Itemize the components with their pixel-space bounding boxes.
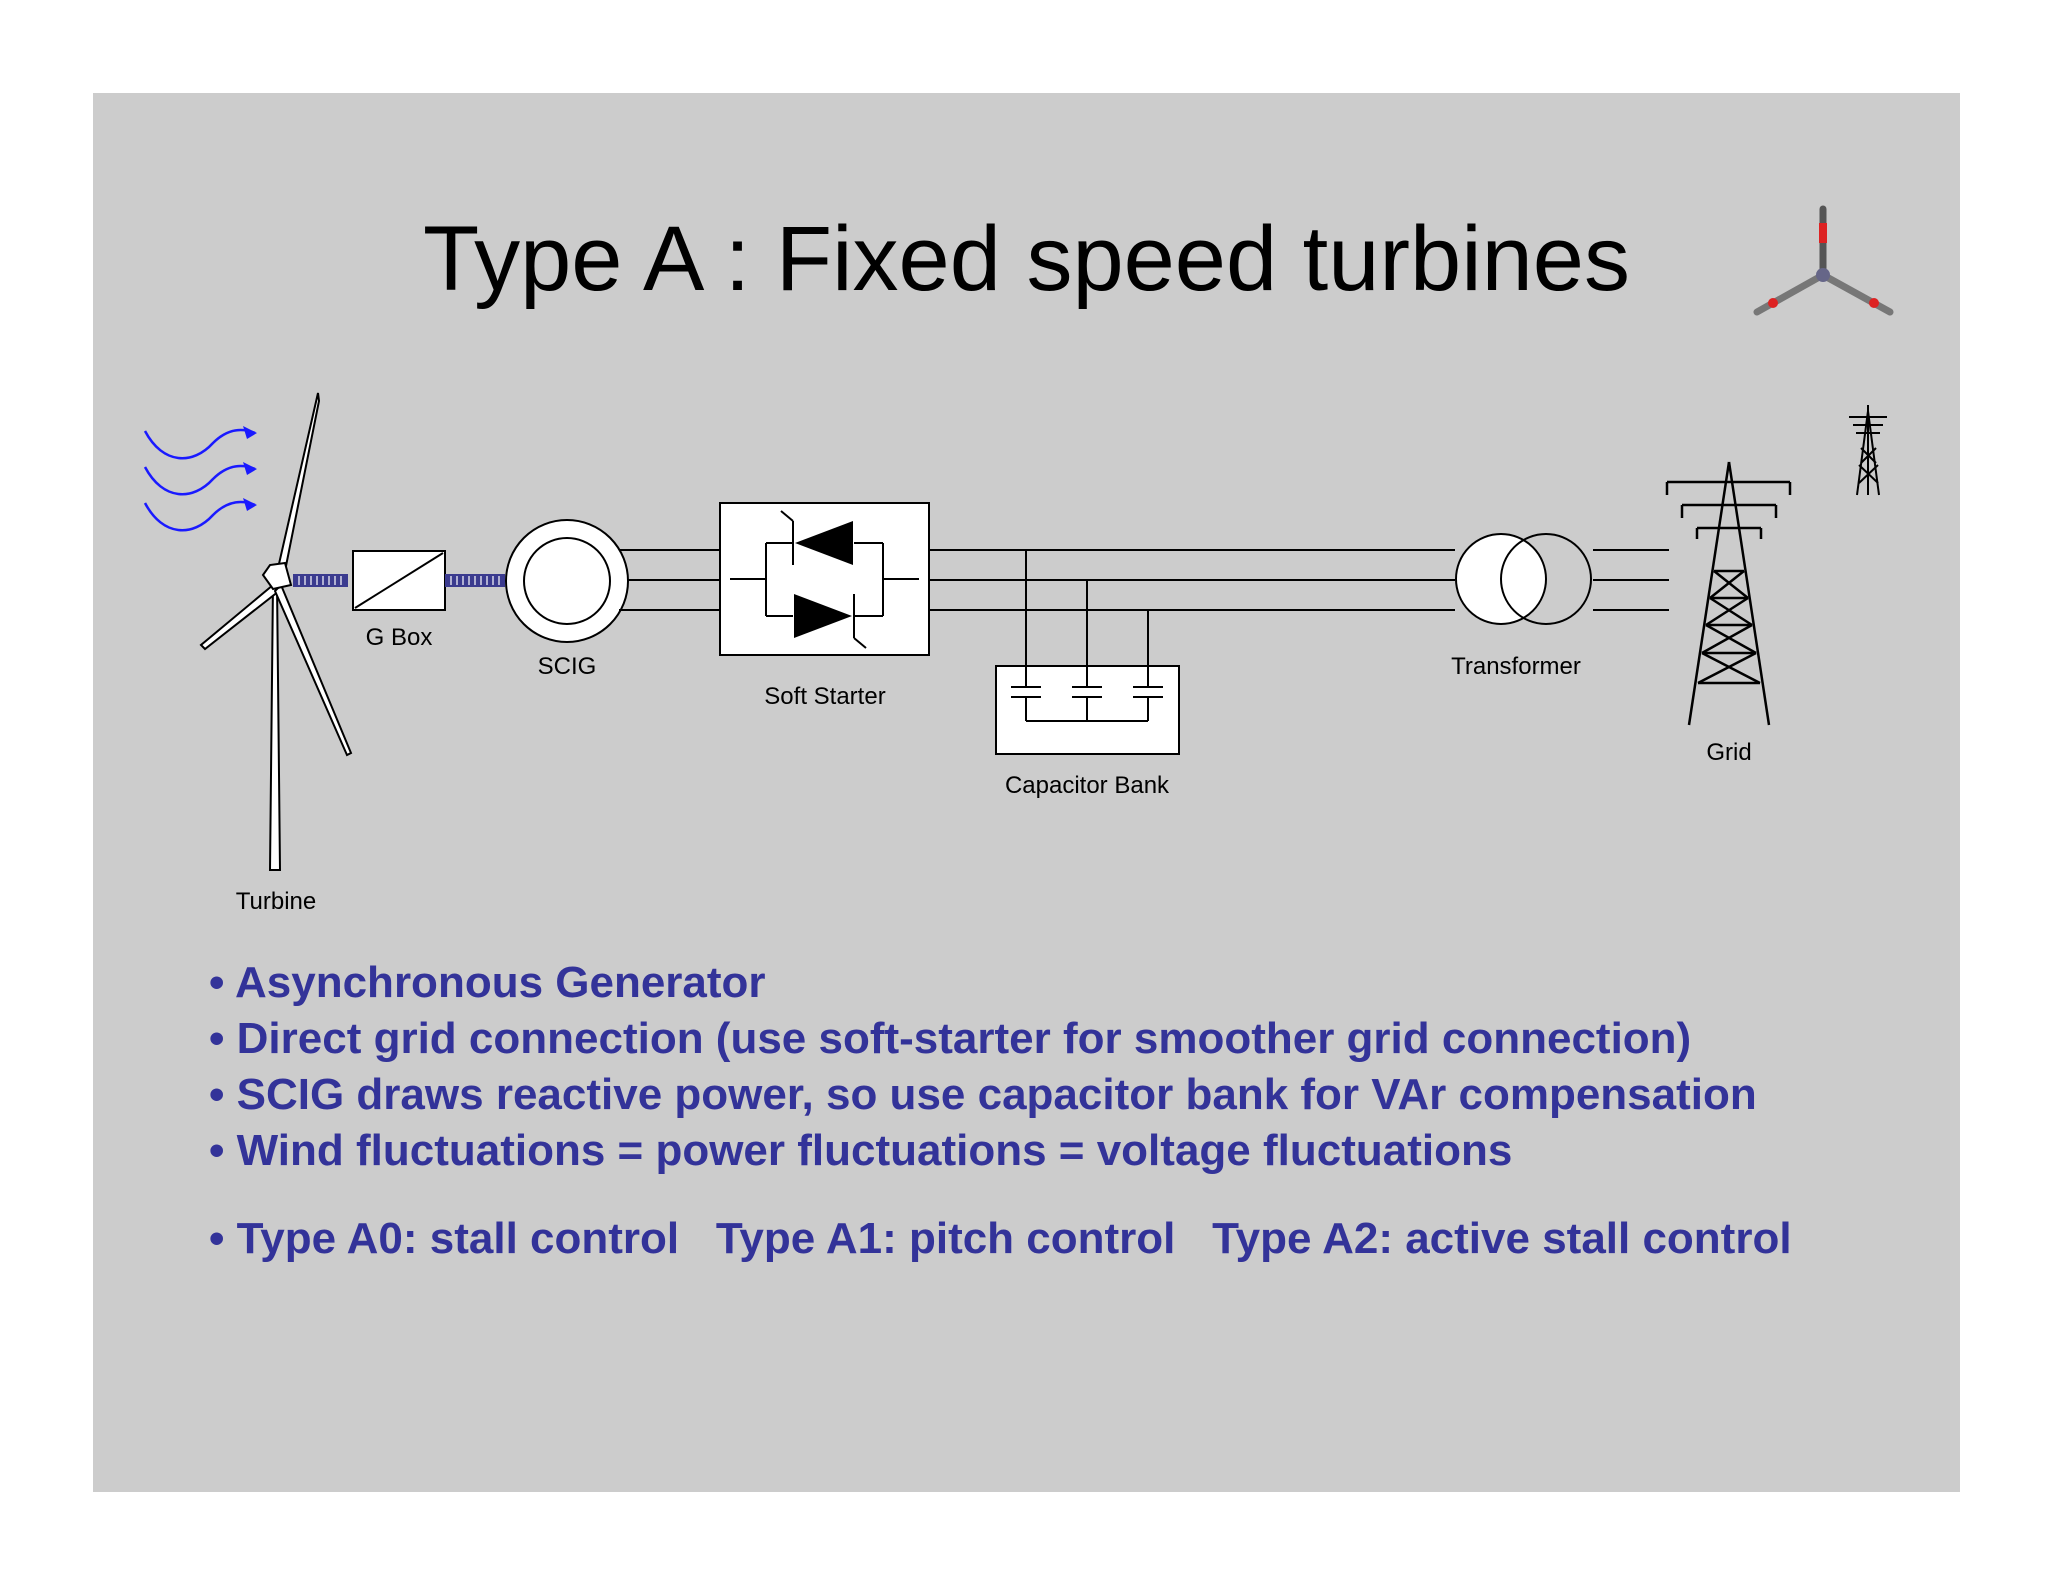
high-speed-shaft — [445, 574, 505, 587]
transformer-label: Transformer — [1451, 653, 1581, 680]
slide: Type A : Fixed speed turbines — [93, 93, 1960, 1492]
bullet-item: • Type A0: stall control Type A1: pitch … — [209, 1214, 1792, 1263]
wind-turbine-diagram: Turbine G Box — [143, 205, 1894, 915]
gbox-label: G Box — [366, 624, 433, 651]
capacitor-bank-symbol — [995, 550, 1180, 755]
grid-label: Grid — [1706, 739, 1751, 766]
transformer-symbol — [1455, 533, 1592, 625]
soft-starter-symbol — [719, 502, 930, 656]
low-speed-shaft — [293, 574, 348, 587]
transmission-tower-icon — [1849, 405, 1887, 496]
three-phase-lines — [619, 549, 1669, 611]
turbine-symbol — [199, 392, 353, 871]
bullet-item: • Direct grid connection (use soft-start… — [209, 1014, 1692, 1063]
capacitor-bank-label: Capacitor Bank — [1005, 772, 1170, 799]
scig-label: SCIG — [538, 653, 597, 680]
slide-title: Type A : Fixed speed turbines — [423, 208, 1630, 310]
bullet-list: • Asynchronous Generator • Direct grid c… — [209, 955, 1909, 1267]
gear-box-symbol — [352, 550, 446, 611]
wind-arrows-icon — [143, 426, 257, 532]
wind-turbine-rotor-logo-icon — [1753, 205, 1894, 316]
bullet-item: • Asynchronous Generator — [209, 958, 766, 1007]
soft-starter-label: Soft Starter — [764, 683, 885, 710]
bullet-item: • SCIG draws reactive power, so use capa… — [209, 1070, 1757, 1119]
turbine-label: Turbine — [236, 888, 316, 915]
scig-generator-symbol — [505, 519, 629, 643]
grid-tower-symbol — [1665, 461, 1792, 726]
bullet-item: • Wind fluctuations = power fluctuations… — [209, 1126, 1513, 1175]
